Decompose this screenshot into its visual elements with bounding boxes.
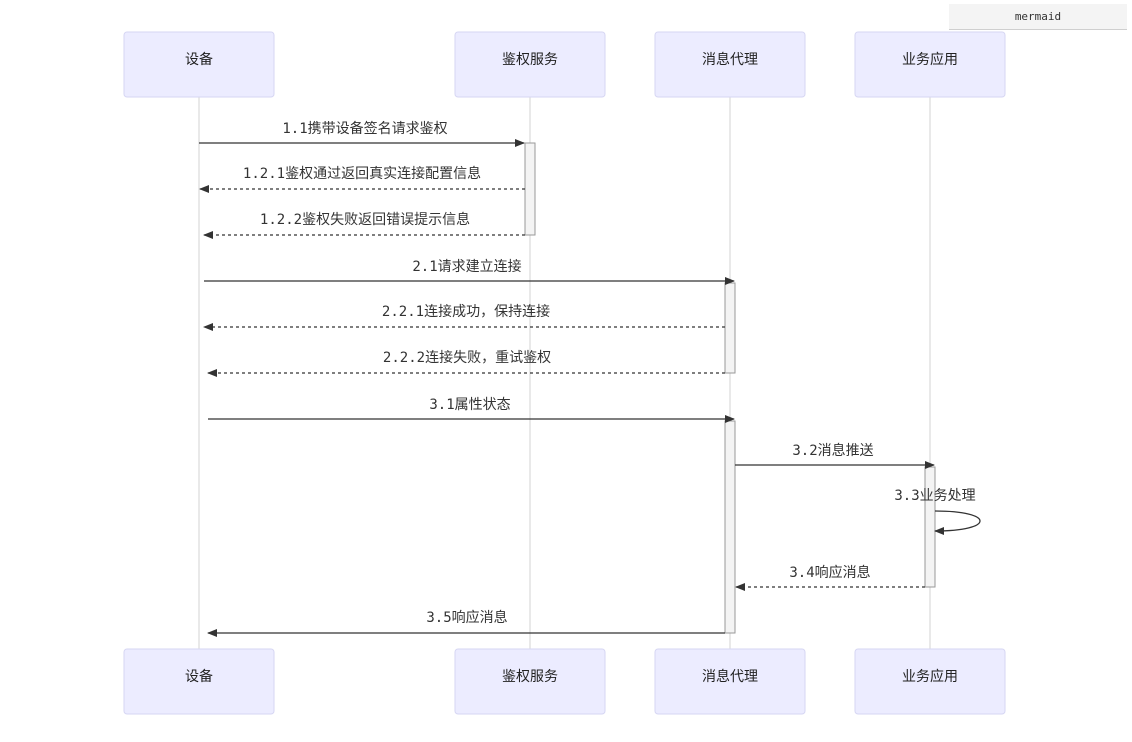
message-label: 1.1携带设备签名请求鉴权 bbox=[282, 120, 447, 137]
activation-auth bbox=[524, 142, 536, 236]
actor-label: 消息代理 bbox=[702, 51, 758, 68]
message-3-3: 3.3业务处理 bbox=[894, 488, 981, 535]
actor-auth-top: 鉴权服务 bbox=[454, 31, 606, 98]
message-2-2-2: 2.2.2连接失败，重试鉴权 bbox=[207, 349, 725, 377]
message-1-2-2: 1.2.2鉴权失败返回错误提示信息 bbox=[203, 211, 525, 239]
message-3-4: 3.4响应消息 bbox=[735, 564, 925, 591]
message-label: 2.2.2连接失败，重试鉴权 bbox=[383, 349, 551, 366]
actor-device-bottom: 设备 bbox=[123, 648, 275, 715]
actor-broker-bottom: 消息代理 bbox=[654, 648, 806, 715]
activation-app bbox=[924, 466, 936, 588]
actor-app-bottom: 业务应用 bbox=[854, 648, 1006, 715]
message-3-5: 3.5响应消息 bbox=[207, 609, 725, 637]
message-3-1: 3.1属性状态 bbox=[208, 397, 735, 423]
actor-label: 业务应用 bbox=[902, 51, 958, 68]
actor-label: 设备 bbox=[185, 51, 213, 68]
message-label: 2.1请求建立连接 bbox=[412, 258, 521, 275]
actor-broker-top: 消息代理 bbox=[654, 31, 806, 98]
actor-label: 设备 bbox=[185, 668, 213, 685]
message-label: 3.1属性状态 bbox=[429, 397, 510, 413]
message-label: 3.3业务处理 bbox=[894, 488, 975, 504]
message-2-2-1: 2.2.1连接成功，保持连接 bbox=[203, 303, 725, 331]
message-1-2-1: 1.2.1鉴权通过返回真实连接配置信息 bbox=[199, 165, 525, 193]
message-label: 1.2.2鉴权失败返回错误提示信息 bbox=[260, 211, 470, 228]
message-label: 3.5响应消息 bbox=[426, 609, 507, 626]
message-1-1: 1.1携带设备签名请求鉴权 bbox=[199, 120, 525, 147]
actor-app-top: 业务应用 bbox=[854, 31, 1006, 98]
activation-broker-2 bbox=[724, 420, 736, 634]
activation-broker-1 bbox=[724, 282, 736, 374]
message-label: 3.2消息推送 bbox=[792, 442, 873, 459]
message-3-2: 3.2消息推送 bbox=[735, 442, 935, 469]
actor-label: 鉴权服务 bbox=[502, 669, 558, 685]
mermaid-tab[interactable]: mermaid bbox=[949, 4, 1127, 30]
actor-label: 鉴权服务 bbox=[502, 52, 558, 68]
message-label: 2.2.1连接成功，保持连接 bbox=[382, 303, 550, 320]
message-label: 3.4响应消息 bbox=[789, 564, 870, 581]
message-2-1: 2.1请求建立连接 bbox=[204, 258, 735, 285]
actor-label: 业务应用 bbox=[902, 668, 958, 685]
actor-auth-bottom: 鉴权服务 bbox=[454, 648, 606, 715]
actor-device-top: 设备 bbox=[123, 31, 275, 98]
message-label: 1.2.1鉴权通过返回真实连接配置信息 bbox=[243, 165, 481, 182]
actor-label: 消息代理 bbox=[702, 668, 758, 685]
